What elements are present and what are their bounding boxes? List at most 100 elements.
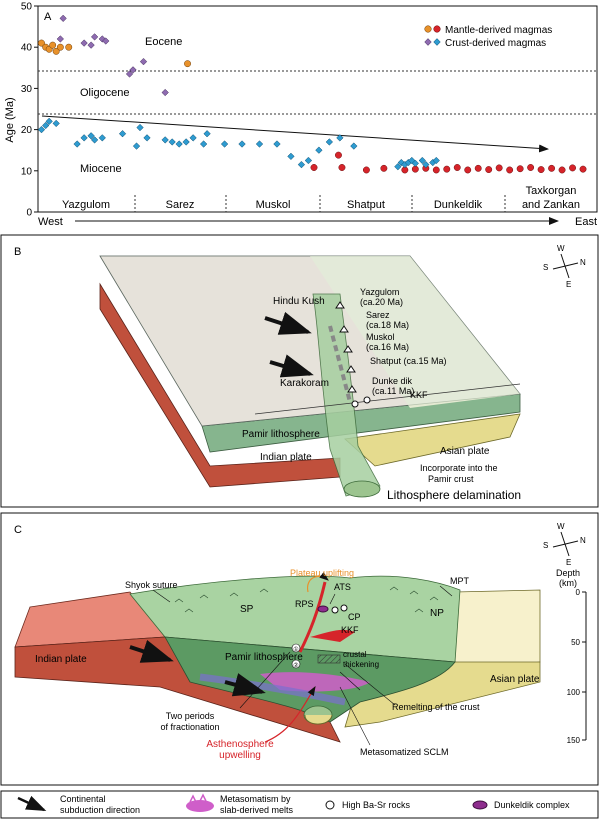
rps-label: RPS: [295, 599, 314, 609]
legend-crust-label: Crust-derived magmas: [445, 38, 546, 49]
crust-point: [102, 37, 110, 45]
pamir-lith-label-c: Pamir lithosphere: [225, 652, 303, 663]
pluton-age-label: (ca.20 Ma): [360, 297, 403, 307]
crust-point: [432, 156, 440, 165]
region-muskol: Muskol: [256, 199, 291, 211]
legend-subduction-2: subduction direction: [60, 805, 140, 815]
compass-w: W: [557, 244, 565, 253]
panel-b: B W S N E Hindu Kush Karakoram Pamir lit…: [0, 234, 599, 508]
leader-lines: [152, 585, 453, 746]
crust-point: [143, 134, 151, 142]
crust-point: [129, 66, 137, 74]
legend-a: Mantle-derived magmas Crust-derived magm…: [424, 25, 552, 49]
epoch-oligocene: Oligocene: [80, 87, 130, 99]
mantle-point: [52, 47, 60, 55]
crust-point: [56, 35, 65, 43]
crust-point: [199, 140, 208, 148]
crust-point: [125, 70, 134, 78]
trend-arrow: [41, 115, 549, 153]
crust-point: [161, 136, 169, 144]
legend-crust-blue: [433, 38, 441, 46]
panel-c: C W S N E ① ②: [0, 512, 599, 786]
crust-point: [304, 156, 313, 165]
crust-point: [287, 152, 295, 161]
region-dividers: [134, 195, 506, 212]
plot-frame: [37, 5, 598, 213]
legend-subduction-1: Continental: [60, 794, 106, 804]
compass-s-c: S: [543, 541, 548, 550]
crust-point: [118, 130, 127, 138]
region-shatput: Shatput: [347, 199, 385, 211]
label-asian-plate-b: Asian plate: [440, 446, 490, 457]
panel-c-frame: [0, 512, 599, 786]
mantle-point: [310, 164, 318, 171]
mpt-label: MPT: [450, 576, 470, 586]
crust-point: [136, 123, 144, 132]
crust-point: [87, 132, 95, 140]
crust-point: [168, 138, 176, 146]
mantle-point: [569, 164, 576, 172]
subduction-arrows: [264, 311, 314, 378]
mantle-point: [38, 39, 45, 47]
kkf-label-c: KKF: [341, 625, 359, 635]
asthenosphere-arrow: [264, 685, 316, 743]
pluton-markers: [335, 301, 371, 408]
crust-point: [397, 158, 406, 167]
crust-point: [98, 134, 106, 142]
mantle-point: [432, 166, 440, 174]
magma-chamber: [310, 629, 355, 642]
indian-plate-label-c: Indian plate: [35, 654, 87, 665]
crust-point: [297, 160, 306, 169]
crust-point: [139, 57, 148, 66]
crust-point: [45, 117, 53, 126]
mantle-point: [380, 164, 388, 172]
west-label: West: [38, 216, 63, 228]
compass-s: S: [543, 263, 548, 272]
dunkeldik-icon: [472, 800, 488, 810]
y-axis-label: Age (Ma): [4, 97, 16, 142]
epoch-miocene: Miocene: [80, 163, 122, 175]
marker-1: ①: [293, 646, 298, 653]
region-zankan: and Zankan: [522, 199, 580, 211]
crust-point: [315, 146, 323, 154]
legend-crust-purple: [424, 38, 432, 46]
asthenosphere-label1: Asthenosphere: [206, 739, 274, 750]
pluton-age-label: (ca.11 Ma): [372, 386, 414, 396]
crust-point: [238, 140, 246, 148]
crust-point: [90, 136, 99, 144]
y-tick-label: 20: [21, 125, 33, 136]
crust-point: [90, 33, 99, 41]
subduction-arrow-icon: [17, 795, 47, 812]
legend-mantle-red: [433, 25, 441, 33]
mantle-point: [495, 164, 503, 172]
ats-label: ATS: [334, 582, 351, 592]
dunkeldik-complex-c: [317, 605, 329, 613]
compass-b: W S N E: [543, 244, 586, 289]
slab-melt-band: [199, 673, 346, 706]
crust-point: [411, 159, 419, 168]
remelting-label: Remelting of the crust: [392, 702, 480, 712]
compass-n-c: N: [580, 536, 586, 545]
crust-point: [37, 125, 46, 134]
mantle-point: [65, 43, 73, 51]
metasomatized-zone: [260, 672, 370, 692]
mantle-point: [579, 165, 587, 173]
pluton-name-label: Sarez: [366, 310, 390, 320]
depth-0: 0: [576, 588, 581, 597]
metasomatism-icon: [186, 793, 214, 812]
crust-point: [87, 41, 95, 49]
marker-2: ②: [293, 662, 298, 669]
legend-mantle-label: Mantle-derived magmas: [445, 25, 552, 36]
compass-n: N: [580, 258, 586, 267]
mantle-point: [453, 164, 461, 171]
sclm-label: Metasomatized SCLM: [360, 747, 449, 757]
legend-mantle-orange: [424, 25, 432, 33]
crust-point: [42, 121, 50, 130]
crust-point: [182, 138, 190, 146]
mantle-point: [548, 164, 556, 172]
pamir-crust: [129, 575, 461, 663]
mantle-point: [184, 60, 191, 68]
mantle-point: [443, 165, 451, 173]
mantle-point: [335, 151, 342, 159]
